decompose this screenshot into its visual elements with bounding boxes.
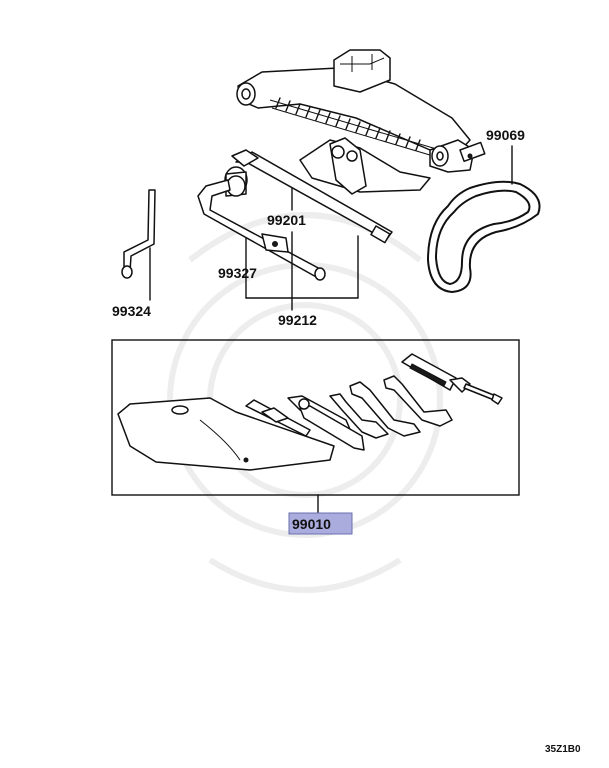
pliers	[287, 395, 365, 451]
jack-handle-rod	[231, 149, 393, 244]
jack-spring	[269, 97, 441, 159]
callout-tool-set-highlight	[288, 512, 353, 535]
jack-crank	[121, 189, 156, 279]
screwdriver	[401, 353, 503, 405]
diagram-code: 35Z1B0	[545, 744, 581, 755]
wheel-wrench	[197, 166, 326, 281]
tire-gauge	[245, 399, 311, 437]
spanner-wrenches	[329, 375, 453, 439]
jack-cover-strap	[427, 180, 541, 293]
callout-handle-set: 99212	[278, 312, 317, 328]
callout-tool-set[interactable]: 99010	[292, 516, 331, 532]
tool-set-box	[111, 339, 520, 496]
tool-bag	[117, 397, 335, 471]
callout-crank: 99324	[112, 303, 151, 319]
callout-jack-handle: 99201	[267, 212, 306, 228]
callout-jack-cover: 99069	[486, 127, 525, 143]
scissor-jack	[236, 49, 486, 195]
callout-handle-bar: 99327	[218, 265, 257, 281]
